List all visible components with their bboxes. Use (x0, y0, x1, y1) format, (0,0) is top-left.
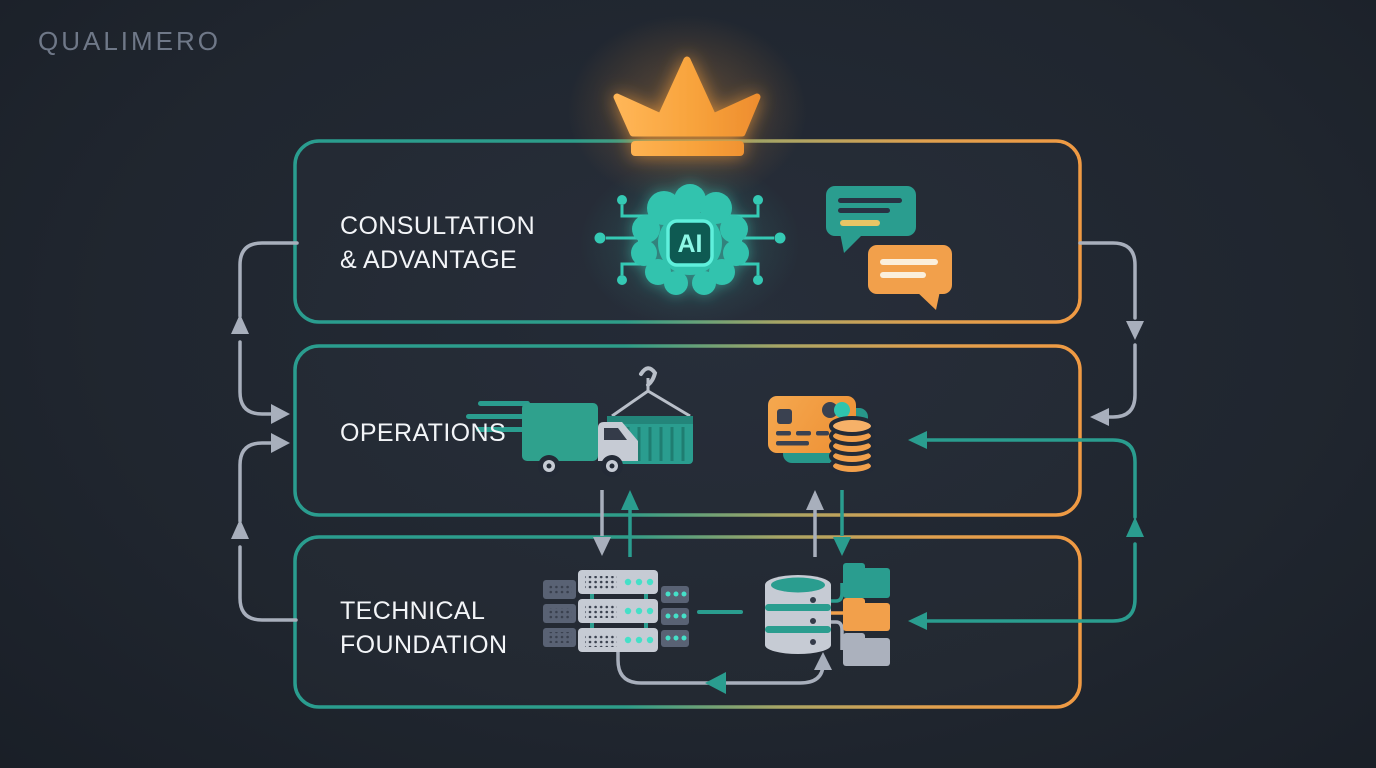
db-link-gray (829, 620, 844, 650)
label-line: & ADVANTAGE (340, 246, 518, 274)
payment-card-coins-icon (768, 396, 875, 476)
arrowhead-left-icon (705, 672, 726, 694)
folder-gray-icon (843, 633, 890, 666)
arrow-right-box1-elbow (1078, 241, 1137, 320)
crown-base (631, 141, 744, 156)
label-consultation-advantage: CONSULTATION & ADVANTAGE (340, 209, 535, 277)
speed-lines (466, 401, 530, 432)
database-cylinder (765, 575, 831, 654)
brand-logo: QUALIMERO (38, 26, 222, 56)
card-circle-teal (834, 402, 850, 418)
side-server-lights (665, 591, 687, 641)
truck-wheels (538, 455, 623, 477)
arrowhead-up-icon (621, 490, 639, 510)
label-line: CONSULTATION (340, 212, 536, 240)
folder-teal-icon (843, 563, 890, 598)
label-technical-foundation: TECHNICAL FOUNDATION (340, 594, 507, 662)
technical-bottom-loop (616, 610, 832, 694)
teal-route-lower (914, 542, 1137, 623)
arrowhead-up-icon (231, 314, 249, 334)
arrow-left-box3-elbow (238, 545, 298, 622)
arrowhead-left-icon (908, 431, 927, 449)
left-connectors (238, 241, 299, 622)
crown-icon (567, 15, 807, 205)
arrowhead-left-icon (1090, 408, 1109, 426)
server-rack-icon (543, 570, 689, 652)
label-line: FOUNDATION (340, 631, 508, 659)
arrowhead-down-icon (1126, 321, 1144, 340)
folder-orange-icon (843, 598, 890, 631)
ai-brain-icon: AI (580, 158, 800, 328)
arrowhead-right-icon (271, 404, 290, 424)
truck-window (604, 428, 627, 440)
brain-lobes (631, 184, 749, 295)
arrow-left-into-box2-upper (238, 340, 274, 416)
crown-body (613, 56, 761, 137)
box-operations (293, 344, 1082, 517)
arrow-left-into-box2-lower (238, 441, 274, 523)
right-teal-arrowheads (908, 431, 1144, 630)
ai-chip-label: AI (678, 230, 703, 258)
database-folders-icon (765, 563, 890, 666)
rack-links (590, 592, 648, 630)
arrow-right-into-box2 (1100, 343, 1137, 419)
label-line: TECHNICAL (340, 597, 486, 625)
ai-chip (666, 219, 714, 267)
right-gray-connectors (1078, 241, 1137, 419)
arrow-left-box1-elbow (238, 241, 299, 318)
right-teal-connectors (914, 438, 1137, 623)
label-line: OPERATIONS (340, 419, 507, 447)
arrowhead-left-icon (908, 612, 927, 630)
arrowhead-up-icon (1126, 517, 1144, 537)
arrowhead-down-icon (833, 537, 851, 556)
center-connectors (593, 490, 851, 557)
db-link-teal (829, 583, 844, 603)
logistics-truck-container-icon (466, 366, 693, 477)
crane-hook (639, 366, 658, 387)
loop-path (616, 650, 825, 685)
left-arrowheads (231, 314, 290, 539)
teal-route-upper (914, 438, 1137, 519)
arrowhead-up-icon (806, 490, 824, 510)
arrowhead-up-icon (814, 652, 832, 670)
chat-bubble-orange (868, 245, 952, 294)
label-operations: OPERATIONS (340, 416, 506, 450)
card-dashes (776, 431, 829, 446)
arrowhead-right-icon (271, 433, 290, 453)
main-server-lights (624, 578, 654, 644)
card-chip (777, 409, 792, 424)
right-gray-arrowheads (1090, 321, 1144, 426)
card-circle-dark (822, 402, 838, 418)
chat-bubbles-icon (826, 186, 952, 310)
arrowhead-down-icon (593, 537, 611, 556)
arrowhead-up-icon (231, 519, 249, 539)
coin-stack (829, 416, 875, 476)
truck-cargo (522, 403, 598, 461)
